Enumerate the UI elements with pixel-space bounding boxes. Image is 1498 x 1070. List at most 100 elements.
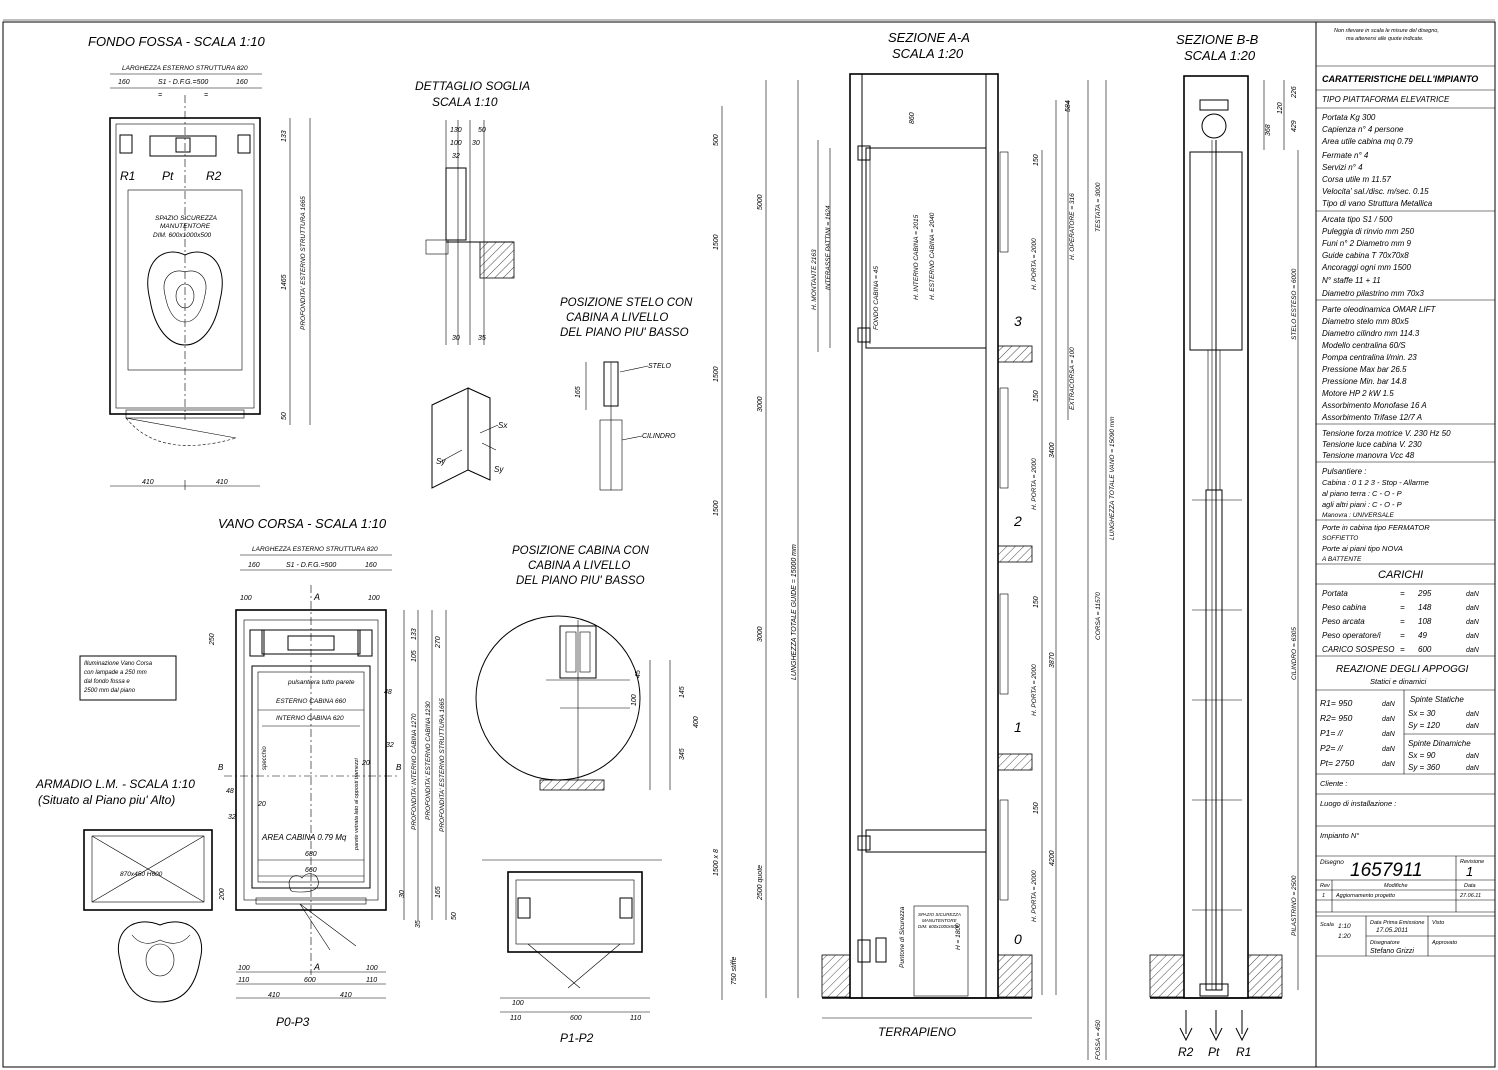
reazione-unit: daN	[1382, 731, 1396, 738]
svg-text:Tensione manovra Vcc 48: Tensione manovra Vcc 48	[1322, 451, 1415, 460]
vano-person-icon	[288, 873, 319, 893]
tb-spinte-dinamiche-unit1: daN	[1466, 753, 1480, 760]
aa-rdim-860: 860	[909, 112, 916, 124]
carichi-eq: =	[1400, 617, 1405, 626]
svg-text:Area utile cabina mq 0.79: Area utile cabina mq 0.79	[1321, 137, 1413, 146]
fondo-dim-1465: 1465	[281, 274, 288, 290]
aa-vl-montante: H. MONTANTE 2163	[811, 249, 818, 310]
fondo-safety-3: DIM. 600x1000x500	[153, 232, 212, 239]
tb-spinte-dinamiche-unit2: daN	[1466, 765, 1480, 772]
tb-rev-r1: 1	[1322, 893, 1325, 899]
svg-text:N° staffe 11 + 11: N° staffe 11 + 11	[1322, 276, 1381, 285]
vano-bdim-410-right: 410	[340, 992, 352, 999]
fondo-safety-1: SPAZIO SICUREZZA	[155, 215, 217, 222]
soglia-title-2: SCALA 1:10	[432, 95, 498, 109]
fondo-dim-410-right: 410	[216, 479, 228, 486]
svg-text:Arcata tipo S1 / 500: Arcata tipo S1 / 500	[1321, 215, 1393, 224]
tb-disegnatore: Stefano Grizzi	[1370, 948, 1414, 955]
aa-ldim-1500c: 1500	[713, 500, 720, 516]
vano-dim-270: 270	[435, 636, 442, 649]
fondo-dim-160-left: 160	[118, 79, 130, 86]
svg-text:Guide cabina T 70x70x8: Guide cabina T 70x70x8	[1322, 251, 1409, 260]
vano-title: VANO CORSA - SCALA 1:10	[218, 516, 387, 531]
soglia-dim-30b: 30	[452, 335, 460, 342]
svg-text:A: A	[313, 592, 320, 602]
carichi-unit: daN	[1466, 633, 1480, 640]
view-dettaglio-soglia: DETTAGLIO SOGLIA SCALA 1:10 130 50 100 3…	[415, 79, 530, 345]
bb-vl-pilastrino: PILASTRINO = 2500	[1291, 875, 1298, 936]
armadio-title-1: ARMADIO L.M. - SCALA 1:10	[35, 777, 195, 791]
vano-dim-20a: 20	[361, 760, 370, 767]
stelo-force-sy2: Sy	[494, 465, 504, 474]
aa-rdim-150b: 150	[1033, 390, 1040, 402]
carichi-label: Peso operatore/i	[1322, 631, 1381, 640]
vano-label-specchio: specchio	[262, 746, 268, 770]
tb-tipo: TIPO PIATTAFORMA ELEVATRICE	[1322, 95, 1450, 104]
aa-rdim-150a: 150	[1033, 154, 1040, 166]
svg-text:Ancoraggi ogni mm 1500: Ancoraggi ogni mm 1500	[1321, 263, 1411, 272]
aa-vl-porta-2: H. PORTA = 2000	[1031, 458, 1038, 510]
carichi-value: 148	[1418, 603, 1432, 612]
cabina-title-2: CABINA A LIVELLO	[528, 560, 630, 572]
cabina-dim-100: 100	[631, 694, 638, 706]
aa-vl-extracorsa: EXTRACORSA = 100	[1069, 347, 1076, 410]
vano-bdim-100-right: 100	[366, 965, 378, 972]
svg-text:agli altri piani : C - O - P: agli altri piani : C - O - P	[1322, 500, 1402, 509]
bb-reaction-pt: Pt	[1208, 1045, 1220, 1059]
tb-spinte-statiche-unit1: daN	[1466, 711, 1480, 718]
svg-text:Diametro pilastrino mm 70x3: Diametro pilastrino mm 70x3	[1322, 289, 1424, 298]
aa-ldim-2500: 2500 quote	[757, 865, 764, 901]
vano-dim-250: 250	[209, 633, 216, 646]
tb-specs-1: Portata Kg 300 Capienza n° 4 persone Are…	[1321, 113, 1433, 208]
svg-text:Modello centralina 60/S: Modello centralina 60/S	[1322, 341, 1406, 350]
aa-vl-guide: LUNGHEZZA TOTALE GUIDE = 15000 mm	[791, 544, 798, 680]
fondo-fossa-width-label: LARGHEZZA ESTERNO STRUTTURA 820	[122, 65, 248, 72]
vano-note-1: Illuminazione Vano Corsa	[84, 661, 153, 667]
reazione-unit: daN	[1382, 701, 1396, 708]
tb-revisione: 1	[1466, 864, 1473, 879]
aa-vl-corsa: CORSA = 11570	[1095, 592, 1102, 640]
aa-title-2: SCALA 1:20	[892, 46, 964, 61]
vano-dim-32b: 32	[228, 814, 236, 821]
cabina-dim-45: 45	[635, 670, 642, 678]
title-block: Non rilevare in scala le misure del dise…	[1315, 21, 1496, 1068]
aa-ldim-500: 500	[713, 134, 720, 146]
aa-vl-testata: TESTATA = 3000	[1095, 182, 1102, 232]
view-sezione-aa: SEZIONE A-A SCALA 1:20 SPAZIO SICUREZZA …	[713, 30, 1116, 1060]
carichi-label: Peso arcata	[1322, 617, 1365, 626]
vano-label-interno: INTERNO CABINA 620	[276, 715, 344, 722]
tb-impianto: Impianto N°	[1320, 831, 1359, 840]
svg-text:Assorbimento Monofase 16 A: Assorbimento Monofase 16 A	[1321, 401, 1427, 410]
vano-dim-200: 200	[219, 888, 226, 901]
carichi-unit: daN	[1466, 619, 1480, 626]
tb-disegnatore-label: Disegnatore	[1370, 940, 1400, 946]
aa-ldim-3000a: 3000	[757, 396, 764, 412]
fondo-dim-410-left: 410	[142, 479, 154, 486]
tb-luogo: Luogo di installazione :	[1320, 799, 1396, 808]
view-sezione-bb: SEZIONE B-B SCALA 1:20 R2 Pt R1 226	[1149, 32, 1299, 1059]
vano-dim-160-right: 160	[365, 562, 377, 569]
tb-disegno-label: Disegno	[1320, 859, 1344, 866]
reazione-label: R2= 950	[1320, 713, 1353, 723]
carichi-value: 295	[1417, 589, 1432, 598]
tb-rev-r2: Aggiornamento progetto	[1335, 893, 1395, 899]
tb-heading: CARATTERISTICHE DELL'IMPIANTO	[1322, 74, 1478, 84]
tb-reazione-title: REAZIONE DEGLI APPOGGI	[1336, 664, 1469, 675]
vano-bdim-600: 600	[304, 977, 316, 984]
aa-floor-2: 2	[1013, 513, 1022, 529]
vano-dim-660: 660	[305, 867, 317, 874]
aa-vl-interasse: INTERASSE PATTINI = 1624	[825, 205, 832, 290]
svg-text:Parte oleodinamica OMAR LIFT: Parte oleodinamica OMAR LIFT	[1322, 305, 1436, 314]
bb-reaction-r1: R1	[1236, 1045, 1251, 1059]
aa-cabin	[865, 147, 987, 349]
vano-dim-50: 50	[451, 912, 458, 920]
bb-dim-429: 429	[1291, 120, 1298, 132]
view-armadio: ARMADIO L.M. - SCALA 1:10 (Situato al Pi…	[35, 777, 213, 1003]
vano-bdim-410-left: 410	[268, 992, 280, 999]
fondo-label-r2: R2	[206, 169, 222, 183]
vano-marker-b-right: B	[396, 763, 402, 772]
aa-rdim-3870: 3870	[1049, 652, 1056, 668]
aa-rdim-150c: 150	[1033, 596, 1040, 608]
view-posizione-cabina: POSIZIONE CABINA CON CABINA A LIVELLO DE…	[475, 545, 700, 791]
tb-approvato: Approvato	[1431, 940, 1457, 946]
